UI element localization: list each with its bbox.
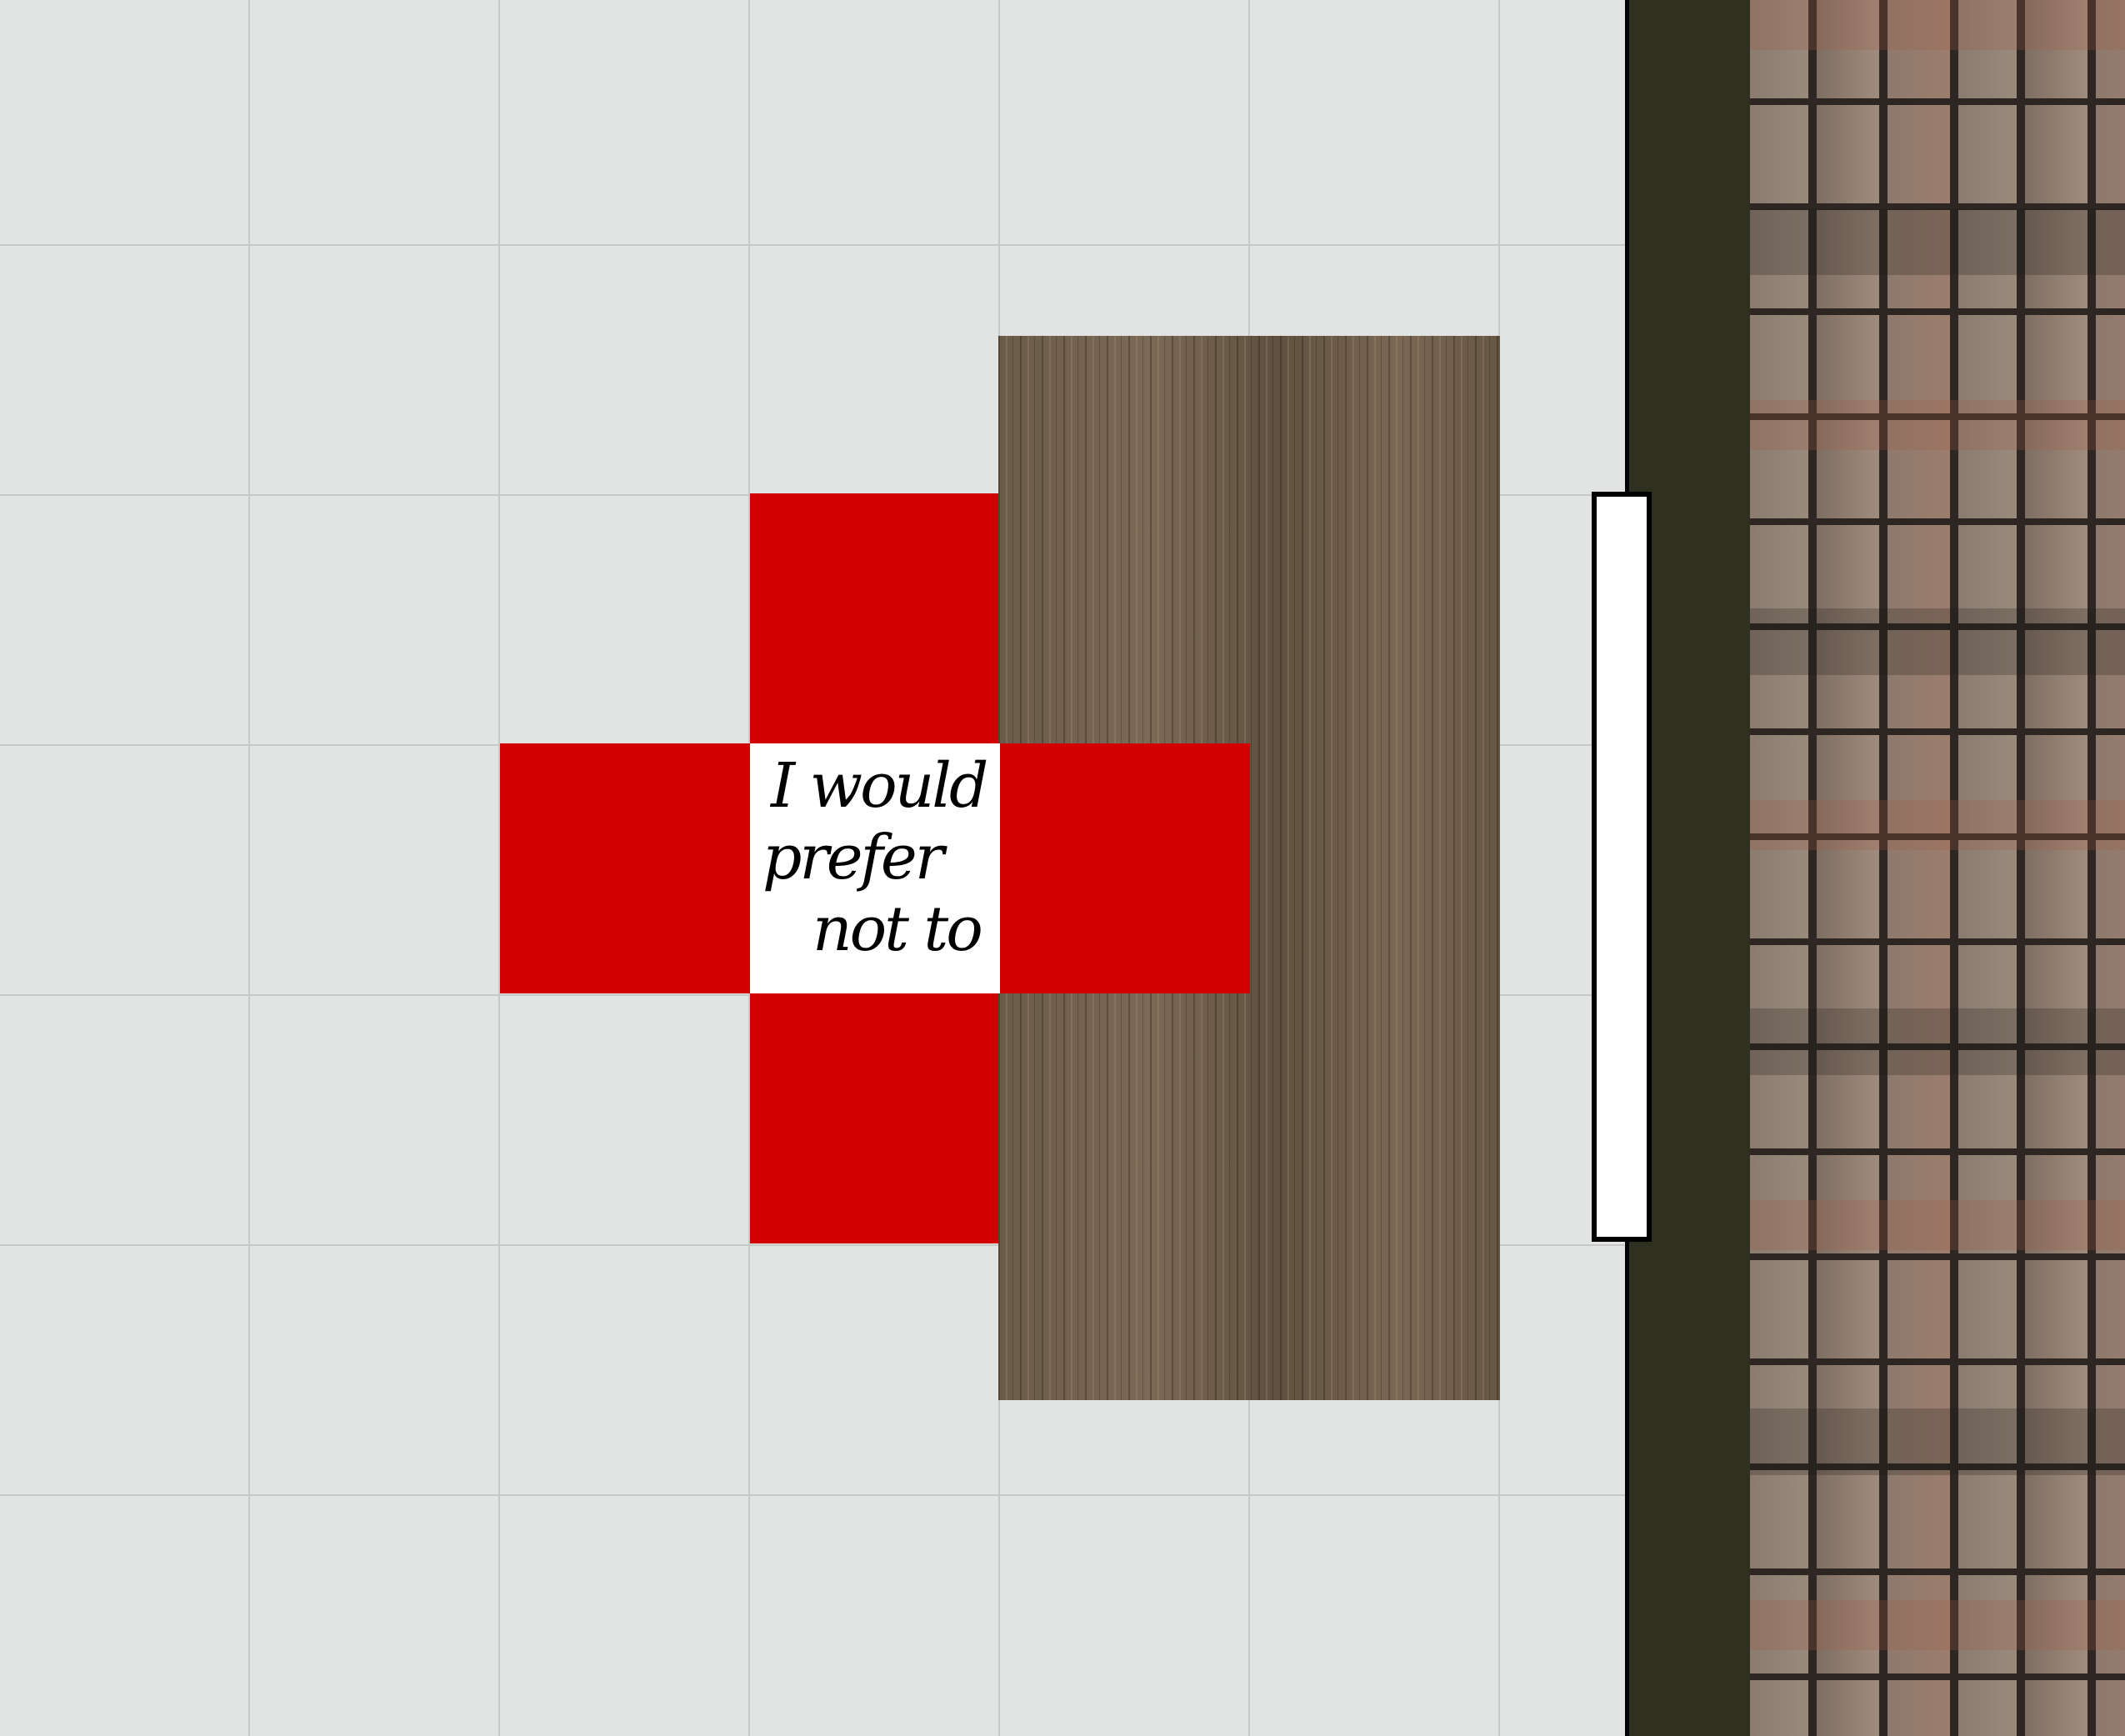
brick-wall: [1750, 0, 2125, 1736]
sign-line-3: not to: [812, 893, 983, 965]
red-cross-left: [500, 743, 750, 993]
red-cross-right-overlay: [998, 743, 1250, 993]
sign-text: I would prefer not to: [762, 750, 996, 983]
red-cross-bottom: [750, 993, 1000, 1243]
red-cross-top: [750, 493, 1000, 743]
brick-wall-texture: [1750, 0, 2125, 1736]
window: [1592, 492, 1652, 1242]
sign-line-2: prefer: [762, 822, 944, 893]
sign-line-1: I would: [771, 750, 988, 822]
sign-panel: [750, 743, 1000, 993]
